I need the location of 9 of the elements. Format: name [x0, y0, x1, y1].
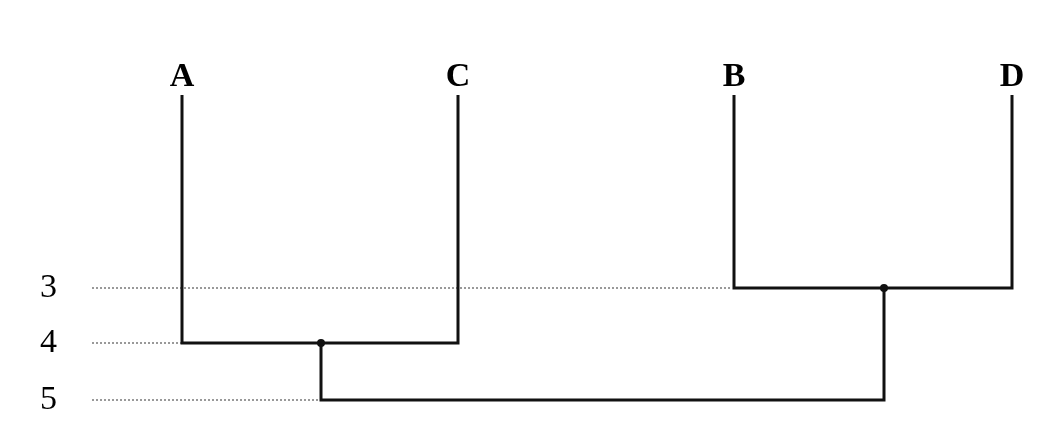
leaf-label: B [714, 55, 754, 95]
leaf-label: D [992, 55, 1032, 95]
leaf-label: C [438, 55, 478, 95]
junction-point [880, 284, 888, 292]
level-number: 4 [40, 321, 57, 361]
junction-point [317, 339, 325, 347]
level-number: 5 [40, 378, 57, 418]
leaf-label: A [162, 55, 202, 95]
level-number: 3 [40, 266, 57, 306]
